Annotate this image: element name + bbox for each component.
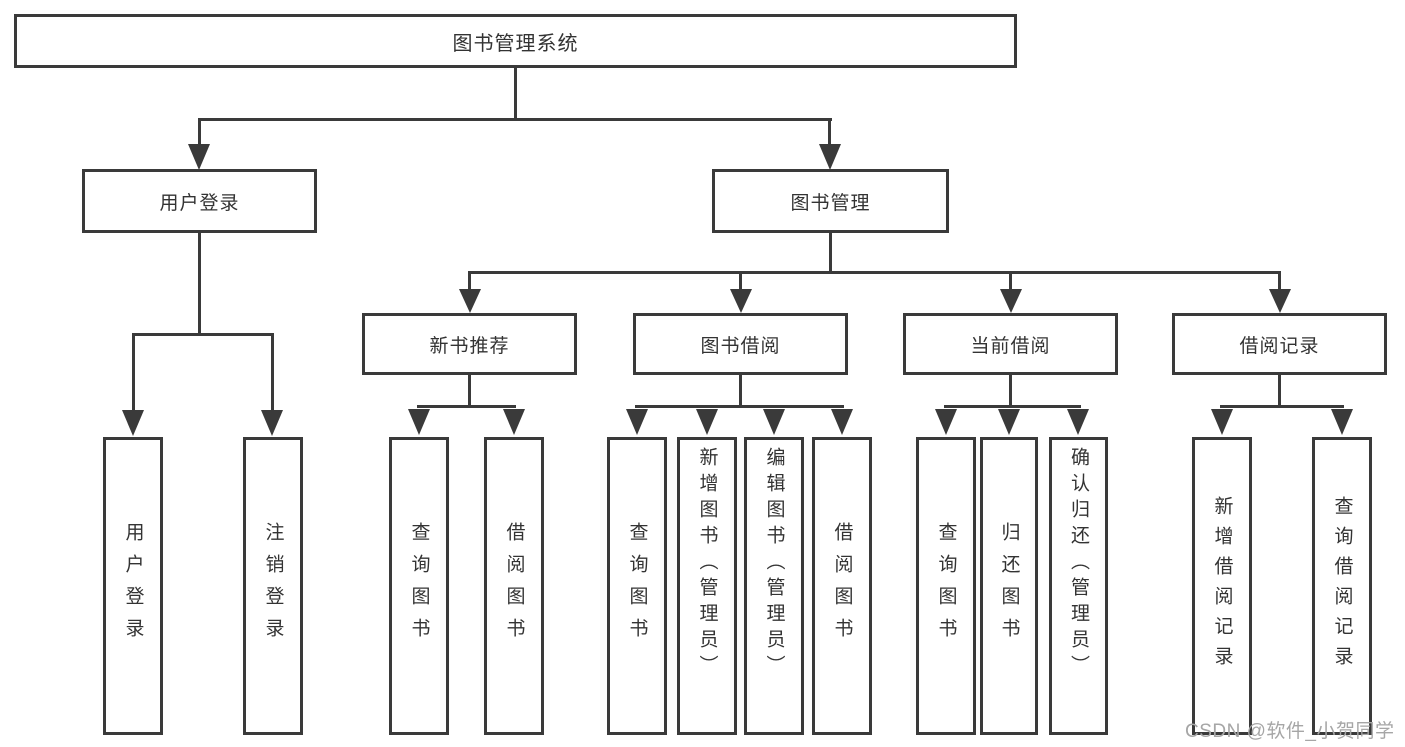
node-label: 用户登录 (159, 192, 240, 214)
node-label: 当前借阅 (970, 335, 1051, 357)
leaf-label: 新增图书（管理员） (696, 447, 718, 681)
node-library-management-system: 图书管理系统 (14, 14, 1017, 68)
connector-borrow-down (739, 374, 742, 408)
leaf-logout: 注销登录 (243, 437, 303, 735)
arrowhead-logout-leaf (261, 410, 283, 436)
connector-book-mgmt-hbar (468, 271, 1281, 274)
leaf-label: 用户登录 (122, 522, 144, 650)
leaf-label: 新增借阅记录 (1211, 496, 1233, 676)
leaf-label: 借阅图书 (503, 522, 525, 650)
leaf-label: 查询图书 (408, 522, 430, 650)
arrowhead-borrow-leaf4 (831, 409, 853, 435)
leaf-user-login: 用户登录 (103, 437, 163, 735)
leaf-add-book-admin: 新增图书（管理员） (677, 437, 737, 735)
node-label: 借阅记录 (1239, 335, 1320, 357)
connector-records-down (1278, 374, 1281, 408)
node-label: 新书推荐 (429, 335, 510, 357)
connector-root-stem (514, 67, 517, 119)
csdn-watermark: CSDN @软件_小贺同学 (1185, 721, 1395, 742)
arrowhead-current-leaf3 (1067, 409, 1089, 435)
connector-current-stem (1009, 271, 1012, 291)
connector-current-hbar (944, 405, 1081, 408)
connector-logout-leaf-stem (271, 333, 274, 411)
connector-login-leaf-stem (132, 333, 135, 411)
leaf-label: 注销登录 (262, 522, 284, 650)
arrowhead-login-leaf (122, 410, 144, 436)
arrowhead-current-leaf2 (998, 409, 1020, 435)
leaf-query-borrow-record: 查询借阅记录 (1312, 437, 1372, 735)
leaf-edit-book-admin: 编辑图书（管理员） (744, 437, 804, 735)
connector-records-stem (1278, 271, 1281, 291)
leaf-label: 归还图书 (998, 522, 1020, 650)
leaf-label: 查询图书 (935, 522, 957, 650)
arrowhead-borrow-leaf3 (763, 409, 785, 435)
node-user-login: 用户登录 (82, 169, 317, 233)
arrowhead-user-login (188, 144, 210, 170)
connector-book-mgmt-down (829, 232, 832, 274)
connector-newbook-down (468, 374, 471, 408)
connector-newbook-hbar (417, 405, 516, 408)
leaf-add-borrow-record: 新增借阅记录 (1192, 437, 1252, 735)
connector-user-login-stem (198, 118, 201, 146)
leaf-label: 编辑图书（管理员） (763, 447, 785, 681)
node-borrow-records: 借阅记录 (1172, 313, 1387, 375)
connector-current-down (1009, 374, 1012, 408)
leaf-borrow-book: 借阅图书 (812, 437, 872, 735)
leaf-query-book-current: 查询图书 (916, 437, 976, 735)
leaf-query-book-recommend: 查询图书 (389, 437, 449, 735)
arrowhead-records-leaf1 (1211, 409, 1233, 435)
leaf-query-book-borrowing: 查询图书 (607, 437, 667, 735)
connector-newbook-stem (468, 271, 471, 291)
arrowhead-borrow (730, 289, 752, 313)
leaf-borrow-book-recommend: 借阅图书 (484, 437, 544, 735)
leaf-label: 借阅图书 (831, 522, 853, 650)
connector-user-login-down (198, 232, 201, 336)
arrowhead-newbook (459, 289, 481, 313)
leaf-confirm-return-admin: 确认归还（管理员） (1049, 437, 1108, 735)
node-current-borrowing: 当前借阅 (903, 313, 1118, 375)
arrowhead-newbook-leaf1 (408, 409, 430, 435)
arrowhead-records-leaf2 (1331, 409, 1353, 435)
node-book-borrowing: 图书借阅 (633, 313, 848, 375)
leaf-label: 确认归还（管理员） (1068, 447, 1089, 681)
arrowhead-current (1000, 289, 1022, 313)
leaf-return-book: 归还图书 (980, 437, 1038, 735)
arrowhead-book-mgmt (819, 144, 841, 170)
node-new-book-recommend: 新书推荐 (362, 313, 577, 375)
arrowhead-borrow-leaf1 (626, 409, 648, 435)
arrowhead-current-leaf1 (935, 409, 957, 435)
leaf-label: 查询借阅记录 (1331, 496, 1353, 676)
leaf-label: 查询图书 (626, 522, 648, 650)
connector-borrow-hbar (635, 405, 844, 408)
connector-book-mgmt-stem (828, 118, 831, 146)
node-book-management: 图书管理 (712, 169, 949, 233)
node-label: 图书管理系统 (452, 32, 579, 55)
node-label: 图书借阅 (700, 335, 781, 357)
arrowhead-borrow-leaf2 (696, 409, 718, 435)
arrowhead-records (1269, 289, 1291, 313)
arrowhead-newbook-leaf2 (503, 409, 525, 435)
connector-records-hbar (1220, 405, 1344, 408)
node-label: 图书管理 (790, 192, 871, 214)
connector-user-login-hbar (132, 333, 274, 336)
connector-borrow-stem (739, 271, 742, 291)
connector-root-hbar (198, 118, 832, 121)
